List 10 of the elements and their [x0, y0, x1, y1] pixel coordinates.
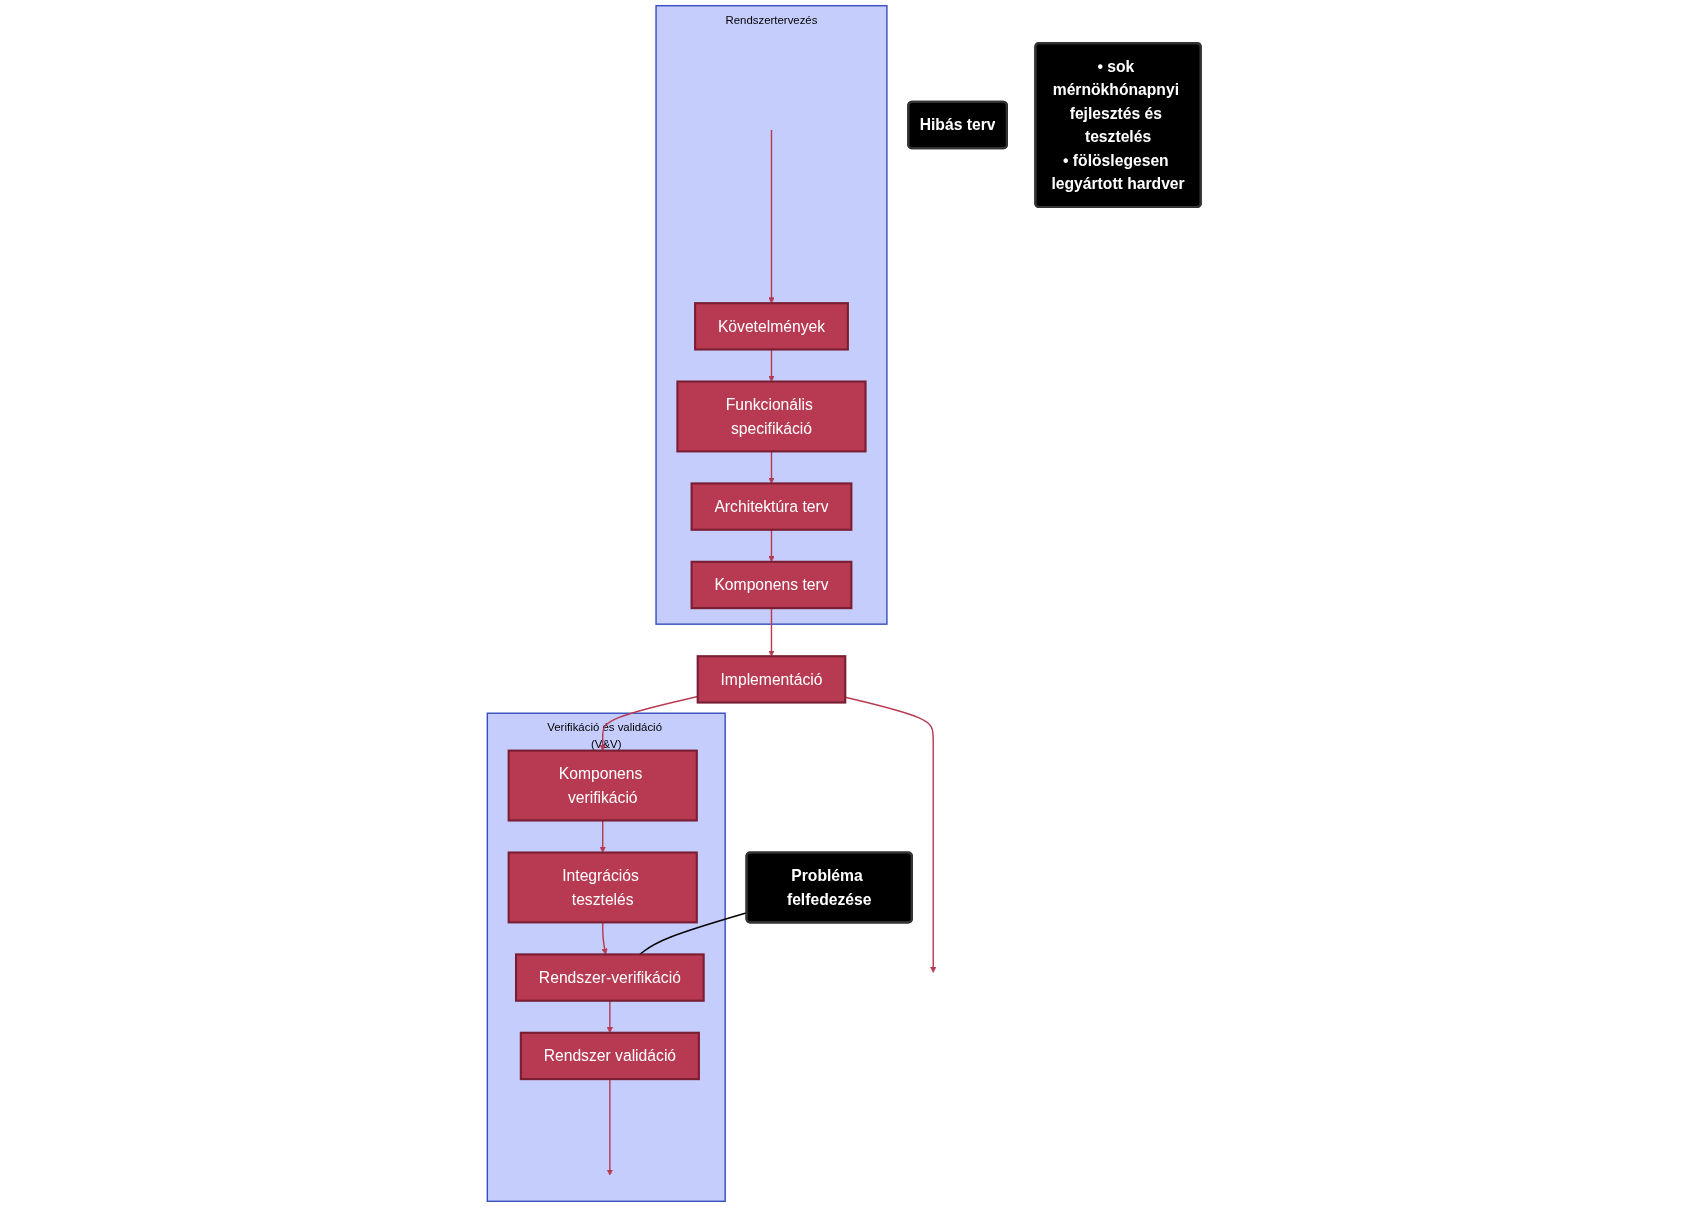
node-box: Funkcionális specifikáció — [676, 380, 867, 453]
node-box: Rendszer-verifikáció — [515, 953, 705, 1002]
arrow — [768, 129, 775, 304]
node-box: Integrációs tesztelés — [507, 851, 698, 924]
node-box: Komponens terv — [690, 560, 853, 610]
node-box: Követelmények — [694, 302, 849, 351]
node-box: Implementáció — [696, 655, 847, 704]
node-box: Komponens verifikáció — [507, 749, 698, 822]
node-box: Rendszer validáció — [519, 1031, 700, 1081]
node-box: Architektúra terv — [690, 482, 853, 531]
